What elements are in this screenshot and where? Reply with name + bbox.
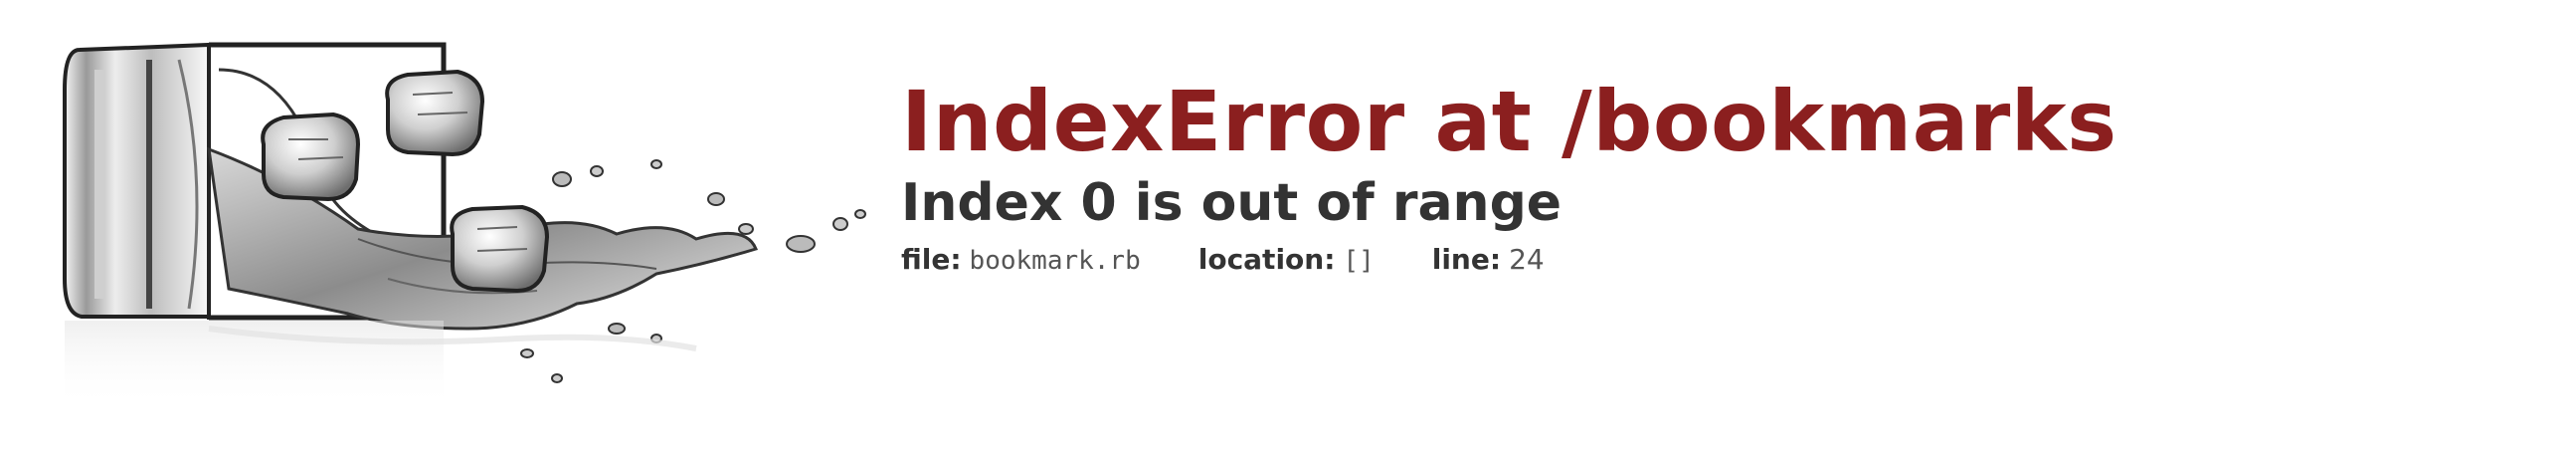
line-value: 24: [1509, 243, 1545, 276]
error-meta: file: bookmark.rb location: [] line: 24: [901, 243, 2117, 276]
location-value: []: [1343, 246, 1375, 276]
file-label: file:: [901, 243, 962, 276]
file-value: bookmark.rb: [969, 246, 1141, 276]
file-info: file: bookmark.rb: [901, 243, 1141, 276]
location-info: location: []: [1198, 243, 1375, 276]
line-label: line:: [1431, 243, 1502, 276]
error-message: Index 0 is out of range: [901, 173, 1563, 233]
spilled-glass-logo-icon: [60, 30, 875, 418]
location-label: location:: [1197, 243, 1336, 276]
error-title: IndexError at /bookmarks: [901, 73, 2117, 170]
line-info: line: 24: [1432, 243, 1545, 276]
error-info: IndexError at /bookmarks Index 0 is out …: [901, 72, 2117, 276]
